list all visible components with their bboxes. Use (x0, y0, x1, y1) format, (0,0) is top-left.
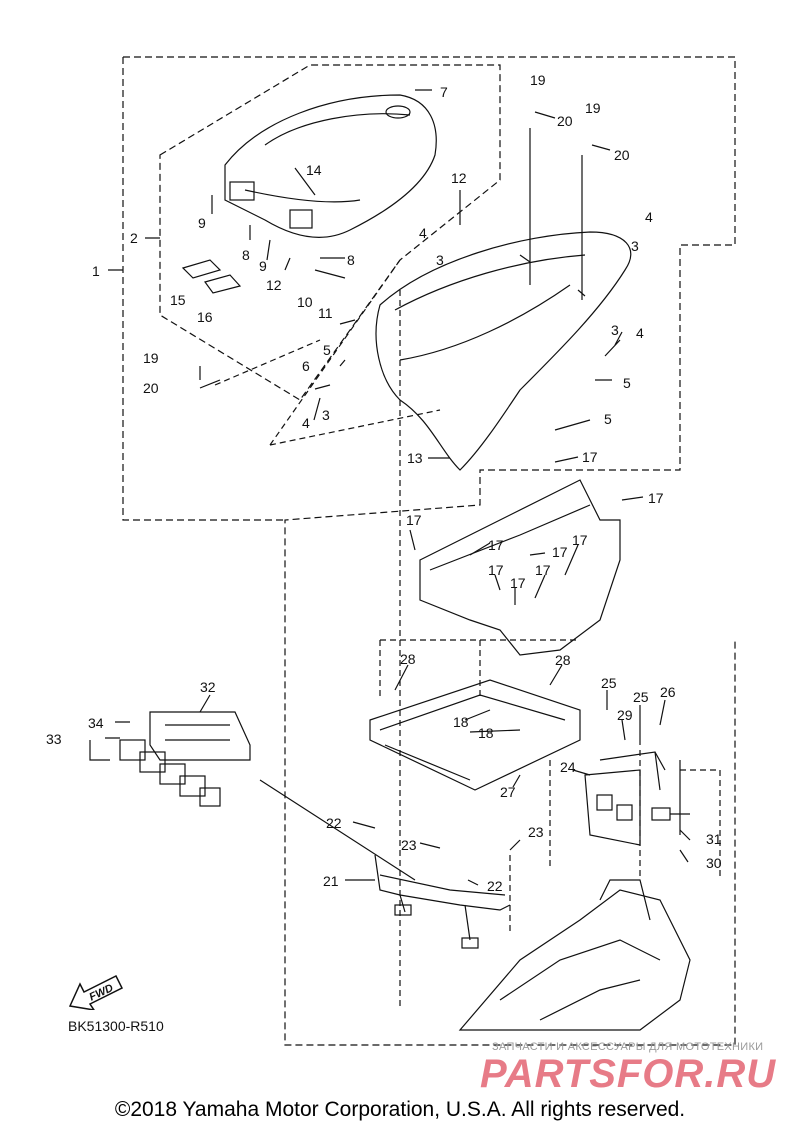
callout-5: 5 (623, 375, 631, 391)
seat-stay (374, 854, 511, 941)
callout-8: 8 (242, 247, 250, 263)
callout-23: 23 (528, 824, 544, 840)
seat-group-boundary-2 (159, 64, 501, 401)
callout-17: 17 (488, 537, 504, 553)
callout-12: 12 (451, 170, 467, 186)
callout-19: 19 (530, 72, 546, 88)
mounting-bracket (419, 479, 621, 656)
relay (651, 807, 671, 821)
seat-lock-hole (385, 105, 411, 119)
callout-28: 28 (555, 652, 571, 668)
forward-arrow-icon: FWD (68, 974, 124, 1010)
callout-27: 27 (500, 784, 516, 800)
callout-17: 17 (572, 532, 588, 548)
callout-20: 20 (557, 113, 573, 129)
callout-15: 15 (170, 292, 186, 308)
callout-17: 17 (648, 490, 664, 506)
callout-12: 12 (266, 277, 282, 293)
callout-10: 10 (297, 294, 313, 310)
callout-2: 2 (130, 230, 138, 246)
callout-28: 28 (400, 651, 416, 667)
callout-19: 19 (585, 100, 601, 116)
callout-22: 22 (326, 815, 342, 831)
callout-9: 9 (259, 258, 267, 274)
callout-3: 3 (436, 252, 444, 268)
callout-4: 4 (302, 415, 310, 431)
callout-32: 32 (200, 679, 216, 695)
callout-21: 21 (323, 873, 339, 889)
callout-20: 20 (143, 380, 159, 396)
callout-7: 7 (440, 84, 448, 100)
callout-4: 4 (419, 225, 427, 241)
callout-34: 34 (88, 715, 104, 731)
rear-cowling (375, 231, 632, 471)
callout-5: 5 (323, 342, 331, 358)
callout-30: 30 (706, 855, 722, 871)
callout-1: 1 (92, 263, 100, 279)
callout-18: 18 (453, 714, 469, 730)
callout-23: 23 (401, 837, 417, 853)
label-15 (181, 259, 222, 279)
callout-26: 26 (660, 684, 676, 700)
callout-17: 17 (535, 562, 551, 578)
callout-6: 6 (302, 358, 310, 374)
callout-3: 3 (631, 238, 639, 254)
callout-16: 16 (197, 309, 213, 325)
copyright-notice: ©2018 Yamaha Motor Corporation, U.S.A. A… (114, 1098, 686, 1121)
callout-25: 25 (633, 689, 649, 705)
diagram-reference: BK51300-R510 (68, 1018, 164, 1034)
relay-plate (149, 711, 251, 761)
callout-13: 13 (407, 450, 423, 466)
callout-4: 4 (645, 209, 653, 225)
callout-17: 17 (406, 512, 422, 528)
watermark-tagline: ЗАПЧАСТИ И АКСЕССУАРЫ ДЛЯ МОТОТЕХНИКИ (492, 1041, 764, 1053)
callout-24: 24 (560, 759, 576, 775)
callout-18: 18 (478, 725, 494, 741)
callout-3: 3 (322, 407, 330, 423)
callout-25: 25 (601, 675, 617, 691)
callout-17: 17 (488, 562, 504, 578)
label-16 (204, 274, 242, 294)
callout-22: 22 (487, 878, 503, 894)
callout-4: 4 (636, 325, 644, 341)
callout-17: 17 (552, 544, 568, 560)
callout-33: 33 (46, 731, 62, 747)
seat-hook-left (229, 181, 255, 201)
seat (224, 94, 437, 238)
watermark-logo: PARTSFOR.RU (480, 1052, 777, 1096)
callout-3: 3 (611, 322, 619, 338)
fwd-label: FWD (87, 982, 115, 1003)
callout-17: 17 (582, 449, 598, 465)
rear-frame (458, 889, 691, 1031)
callout-8: 8 (347, 252, 355, 268)
tray (369, 679, 581, 791)
callout-17: 17 (510, 575, 526, 591)
callout-29: 29 (617, 707, 633, 723)
callout-19: 19 (143, 350, 159, 366)
callout-14: 14 (306, 162, 322, 178)
callout-5: 5 (604, 411, 612, 427)
callout-31: 31 (706, 831, 722, 847)
callout-9: 9 (198, 215, 206, 231)
seat-hook-right (289, 209, 313, 229)
callout-20: 20 (614, 147, 630, 163)
fuse-box (119, 739, 221, 807)
callout-11: 11 (318, 305, 333, 321)
assembly-boundary-1 (122, 56, 736, 1046)
